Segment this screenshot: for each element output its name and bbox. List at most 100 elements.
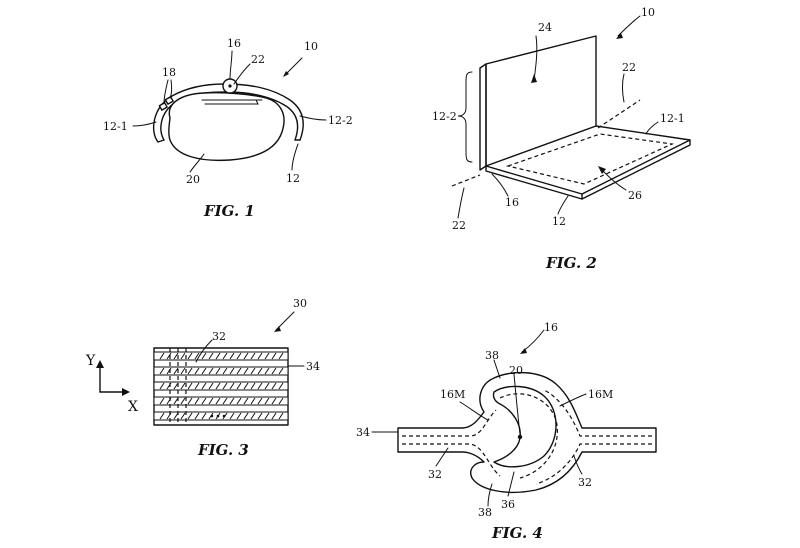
fig3-strip-hatch bbox=[194, 397, 200, 405]
fig3-strip-hatch bbox=[222, 382, 228, 390]
fig3-strip-hatch bbox=[208, 397, 214, 405]
fig4-ref-16m-right: 16M bbox=[588, 388, 613, 401]
fig3-strip-hatch bbox=[229, 397, 235, 405]
fig1-ref-20: 20 bbox=[186, 173, 200, 186]
fig2-arrowhead-10 bbox=[616, 33, 623, 39]
fig1-ref-12-1: 12-1 bbox=[103, 120, 128, 133]
fig1-leader-16 bbox=[229, 50, 233, 80]
fig3-y-arrowhead bbox=[96, 360, 104, 368]
fig2-leader-22a bbox=[622, 73, 625, 103]
fig1-ref-12: 12 bbox=[286, 172, 300, 185]
fig4-ref-20: 20 bbox=[509, 364, 523, 377]
fig3-axis-y-label: Y bbox=[85, 353, 96, 369]
fig1-leader-18b bbox=[169, 79, 173, 99]
fig2-ref-10: 10 bbox=[641, 6, 655, 19]
fig4-leader-36 bbox=[507, 471, 515, 497]
fig4-path-left-bottom bbox=[402, 443, 501, 477]
fig3-strip-hatch bbox=[271, 382, 277, 390]
fig1-display-slot bbox=[204, 99, 259, 105]
fig3-strip-hatch bbox=[187, 352, 193, 360]
fig4-arrowhead-16 bbox=[520, 348, 527, 354]
fig3-leader-32 bbox=[195, 339, 213, 363]
fig3-strip-hatch bbox=[257, 412, 263, 420]
fig1-leader-20 bbox=[189, 153, 205, 173]
fig1-main-unit bbox=[168, 92, 285, 162]
fig3-x-arrowhead bbox=[122, 388, 130, 396]
fig3-strip-hatch bbox=[257, 352, 263, 360]
fig1-ref-10: 10 bbox=[304, 40, 318, 53]
fig3-strip-hatch bbox=[278, 412, 284, 420]
fig3-strip-hatch bbox=[208, 382, 214, 390]
fig3-strip-hatch bbox=[243, 412, 249, 420]
fig2-arrow-10 bbox=[617, 15, 641, 37]
fig3-strip-hatch bbox=[271, 397, 277, 405]
fig3-strip-hatch bbox=[201, 352, 207, 360]
fig1-arrowhead-10 bbox=[283, 71, 289, 77]
fig2-arrowhead-26 bbox=[598, 166, 606, 174]
fig3-strip-hatch bbox=[215, 352, 221, 360]
fig4-path-right-top bbox=[543, 389, 652, 437]
fig3-dot-2 bbox=[216, 414, 220, 418]
fig1-hinge-axis bbox=[228, 84, 232, 88]
fig4-path-right-bottom bbox=[535, 443, 652, 485]
fig3-strip-hatch bbox=[173, 382, 179, 390]
fig1-ref-22: 22 bbox=[251, 53, 265, 66]
fig3-strip-hatch bbox=[187, 367, 193, 375]
fig2-ref-12-1: 12-1 bbox=[660, 112, 685, 125]
fig3-strip-hatch bbox=[201, 412, 207, 420]
fig3-strip-hatch bbox=[166, 352, 172, 360]
fig2-arrowhead-24 bbox=[531, 74, 537, 83]
fig4-leader-16m-left bbox=[459, 401, 489, 421]
fig3-strip-hatch bbox=[215, 382, 221, 390]
fig3-strip-hatch bbox=[229, 352, 235, 360]
fig2-lid-edge bbox=[479, 63, 487, 171]
fig3-strip bbox=[153, 396, 289, 406]
fig3-strip-hatch bbox=[229, 382, 235, 390]
fig1-ref-12-2: 12-2 bbox=[328, 114, 353, 127]
fig4-hinge-cross-section: 16 38 20 16M 16M 34 32 32 38 36 FIG. 4 bbox=[356, 321, 657, 542]
fig3-strip-hatch bbox=[264, 412, 270, 420]
fig4-ref-32b: 32 bbox=[578, 476, 592, 489]
fig4-leader-38b bbox=[487, 483, 493, 507]
fig3-strip-hatch bbox=[264, 397, 270, 405]
fig3-strip-hatch bbox=[194, 382, 200, 390]
fig3-strip-hatch bbox=[194, 367, 200, 375]
fig4-inner-cavity bbox=[492, 385, 557, 468]
fig3-strip-hatch bbox=[250, 412, 256, 420]
fig3-strip-hatch bbox=[173, 412, 179, 420]
fig3-dot-3 bbox=[222, 414, 226, 418]
fig3-caption: FIG. 3 bbox=[197, 441, 249, 459]
fig2-leader-12 bbox=[557, 195, 569, 215]
fig3-dot-1 bbox=[210, 414, 214, 418]
fig3-strip-hatch bbox=[257, 397, 263, 405]
fig3-strip-hatch bbox=[250, 367, 256, 375]
fig2-ref-16: 16 bbox=[505, 196, 519, 209]
fig4-ref-36: 36 bbox=[501, 498, 515, 511]
fig1-ref-18: 18 bbox=[162, 66, 176, 79]
fig3-strip-hatch bbox=[278, 382, 284, 390]
fig3-strip-hatch bbox=[173, 352, 179, 360]
fig3-arrowhead-30 bbox=[274, 326, 281, 332]
fig1-head-mounted-device: 10 16 22 18 12-1 12-2 12 20 FIG. 1 bbox=[103, 37, 353, 220]
fig4-ref-16m-left: 16M bbox=[440, 388, 465, 401]
fig3-strip-hatch bbox=[208, 352, 214, 360]
fig2-ref-12: 12 bbox=[552, 215, 566, 228]
fig1-ref-16: 16 bbox=[227, 37, 241, 50]
fig4-ref-34: 34 bbox=[356, 426, 370, 439]
fig2-axis-upper bbox=[597, 99, 641, 129]
fig2-ref-12-2: 12-2 bbox=[432, 110, 457, 123]
fig3-strip-hatch bbox=[257, 382, 263, 390]
fig3-axis-x-label: X bbox=[128, 399, 138, 415]
fig3-strip-hatch bbox=[271, 367, 277, 375]
fig1-button-b bbox=[164, 96, 174, 105]
fig3-strip-hatch bbox=[243, 397, 249, 405]
fig3-strip-hatch bbox=[257, 367, 263, 375]
fig4-ref-38b: 38 bbox=[478, 506, 492, 519]
fig3-strip-hatch bbox=[159, 397, 165, 405]
fig3-strip-hatch bbox=[236, 382, 242, 390]
fig3-strip-hatch bbox=[187, 412, 193, 420]
fig3-strip-hatch bbox=[243, 352, 249, 360]
fig4-arrow-16 bbox=[521, 329, 545, 353]
fig2-ref-22a: 22 bbox=[622, 61, 636, 74]
fig3-strip-hatch bbox=[243, 367, 249, 375]
